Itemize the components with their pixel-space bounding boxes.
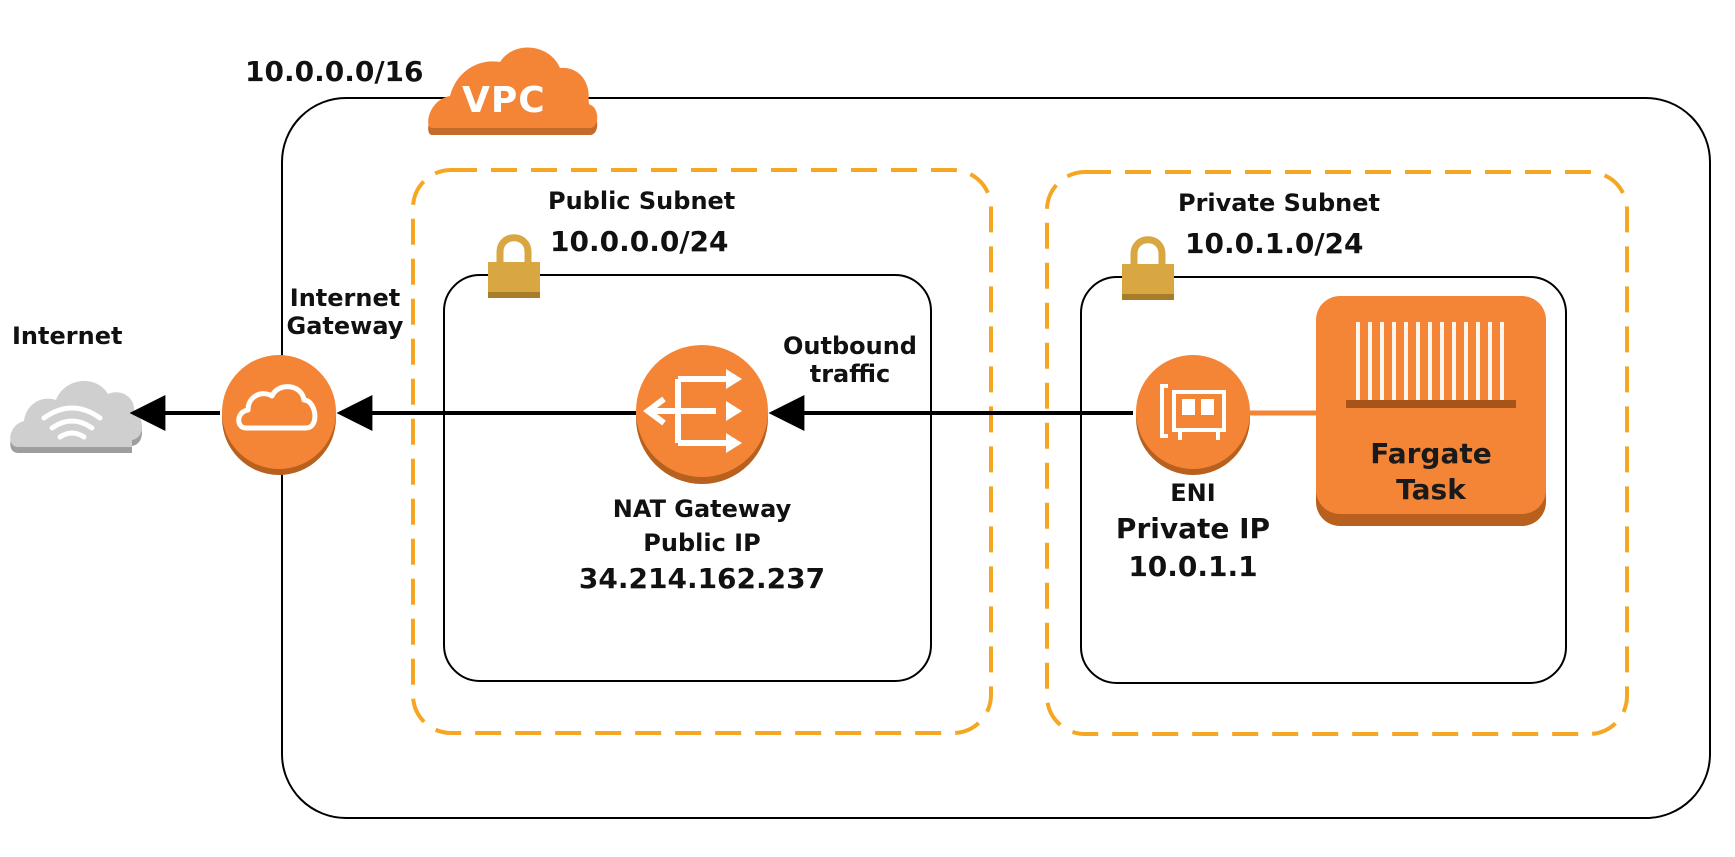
public-subnet-lock-icon [488, 234, 540, 298]
private-subnet-cidr: 10.0.1.0/24 [1185, 227, 1364, 260]
outbound-traffic-label-line2: traffic [809, 359, 891, 388]
public-subnet-title: Public Subnet [548, 187, 736, 215]
fargate-task-label: Fargate Task [1316, 436, 1546, 508]
eni-label-line1: ENI [1170, 479, 1216, 507]
internet-gateway-label: Internet Gateway [270, 284, 420, 340]
private-subnet-lock-icon [1122, 236, 1174, 300]
internet-gateway-label-line2: Gateway [286, 311, 404, 340]
internet-gateway-icon [222, 355, 336, 475]
fargate-task-label-line2: Task [1396, 473, 1466, 506]
vpc-cidr-label: 10.0.0.0/16 [245, 55, 424, 88]
internet-cloud-icon [10, 381, 142, 453]
private-subnet-title: Private Subnet [1178, 189, 1380, 217]
public-subnet-cidr: 10.0.0.0/24 [550, 225, 729, 258]
public-subnet-inner-box [443, 274, 932, 682]
nat-gateway-label: NAT Gateway Public IP 34.214.162.237 [572, 492, 832, 598]
eni-private-ip: 10.0.1.1 [1128, 550, 1258, 583]
outbound-traffic-label-line1: Outbound [783, 332, 917, 360]
eni-label-line2: Private IP [1115, 512, 1271, 545]
vpc-cloud-icon [428, 47, 598, 135]
internet-gateway-label-line1: Internet [289, 284, 401, 312]
outbound-traffic-label: Outbound traffic [760, 332, 940, 388]
private-subnet-inner-box [1080, 276, 1567, 684]
fargate-task-label-line1: Fargate [1370, 437, 1492, 470]
nat-gateway-public-ip: 34.214.162.237 [578, 562, 826, 595]
private-subnet-region [1045, 170, 1629, 736]
public-subnet-region [411, 168, 993, 735]
eni-icon [1136, 355, 1250, 475]
fargate-task-icon [1316, 296, 1546, 526]
nat-gateway-label-line1: NAT Gateway [612, 495, 792, 523]
nat-gateway-icon [636, 345, 768, 484]
internet-label: Internet [12, 322, 123, 350]
eni-label: ENI Private IP 10.0.1.1 [1103, 476, 1283, 586]
nat-gateway-label-line2: Public IP [643, 529, 761, 557]
vpc-badge-label: VPC [462, 80, 546, 121]
